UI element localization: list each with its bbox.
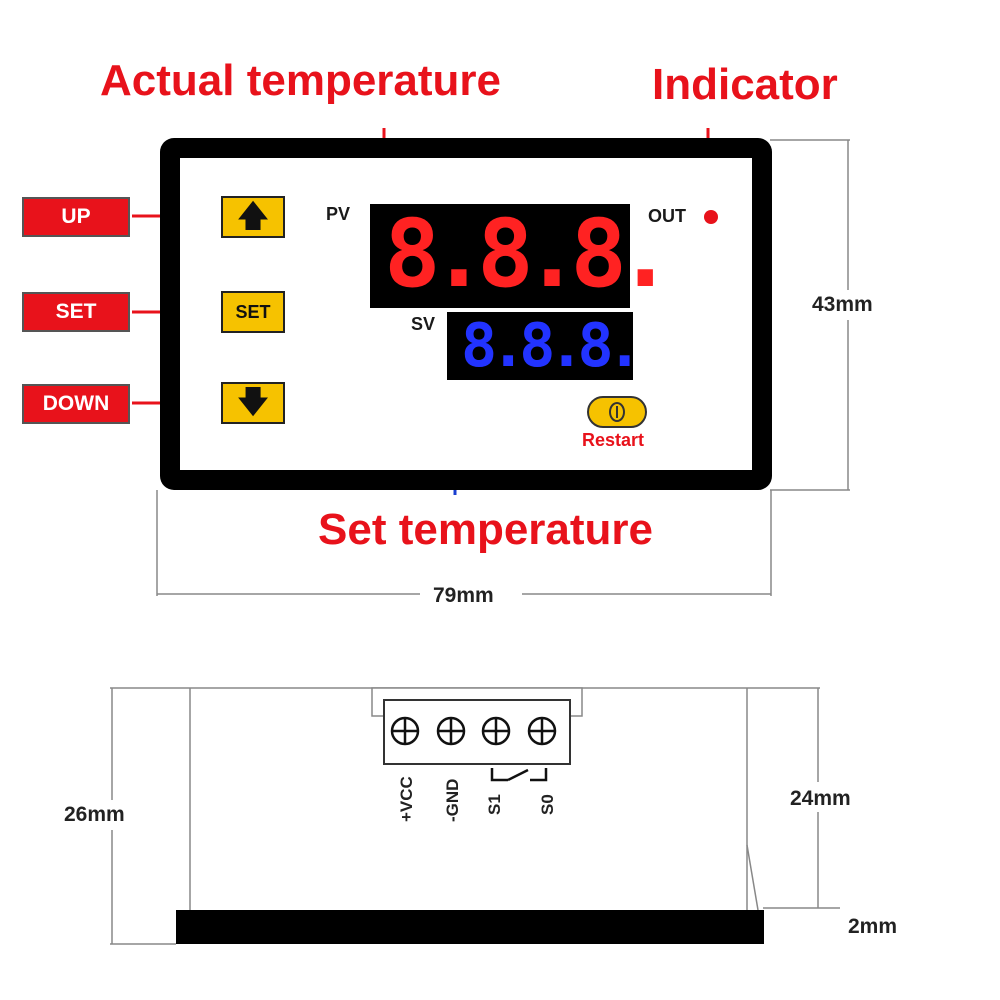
- terminal-label-s1: S1: [485, 794, 504, 815]
- sv-display: 8.8.8.: [447, 311, 643, 381]
- width-dimension: 79mm: [433, 584, 494, 607]
- terminal-label-gnd: -GND: [443, 778, 462, 822]
- callout-set-temperature: Set temperature: [318, 505, 654, 554]
- terminal-label-vcc: +VCC: [397, 776, 416, 822]
- dimension-lines-top: [156, 139, 850, 596]
- terminal-label-s0: S0: [538, 794, 557, 815]
- body-depth-dimension: 24mm: [790, 787, 851, 810]
- set-label: SET: [22, 292, 130, 332]
- up-arrow-icon: 🡅: [237, 200, 269, 233]
- flange-dimension: 2mm: [848, 915, 898, 938]
- terminal-screws: [390, 716, 557, 746]
- relay-switch-symbol: [490, 768, 548, 782]
- depth-dimension: 26mm: [64, 803, 125, 826]
- restart-icon: [609, 402, 625, 422]
- restart-label: Restart: [582, 430, 645, 450]
- callout-indicator: Indicator: [652, 60, 838, 109]
- out-label: OUT: [648, 206, 686, 226]
- pv-readout: 8.8.8.: [384, 200, 674, 309]
- callout-actual-temperature: Actual temperature: [100, 56, 502, 105]
- set-key[interactable]: SET: [221, 291, 285, 333]
- sv-label: SV: [411, 314, 436, 334]
- down-arrow-icon: 🡇: [237, 386, 269, 419]
- height-dimension: 43mm: [812, 293, 873, 316]
- front-flange: [176, 910, 764, 944]
- down-label: DOWN: [22, 384, 130, 424]
- up-key[interactable]: 🡅: [221, 196, 285, 238]
- up-label: UP: [22, 197, 130, 237]
- restart-button[interactable]: [587, 396, 647, 428]
- down-key[interactable]: 🡇: [221, 382, 285, 424]
- sv-readout: 8.8.8.: [461, 311, 643, 381]
- pv-display: 8.8.8.: [370, 204, 674, 308]
- terminal-block: [371, 687, 583, 765]
- pv-label: PV: [326, 204, 351, 224]
- out-indicator-led: [704, 210, 718, 224]
